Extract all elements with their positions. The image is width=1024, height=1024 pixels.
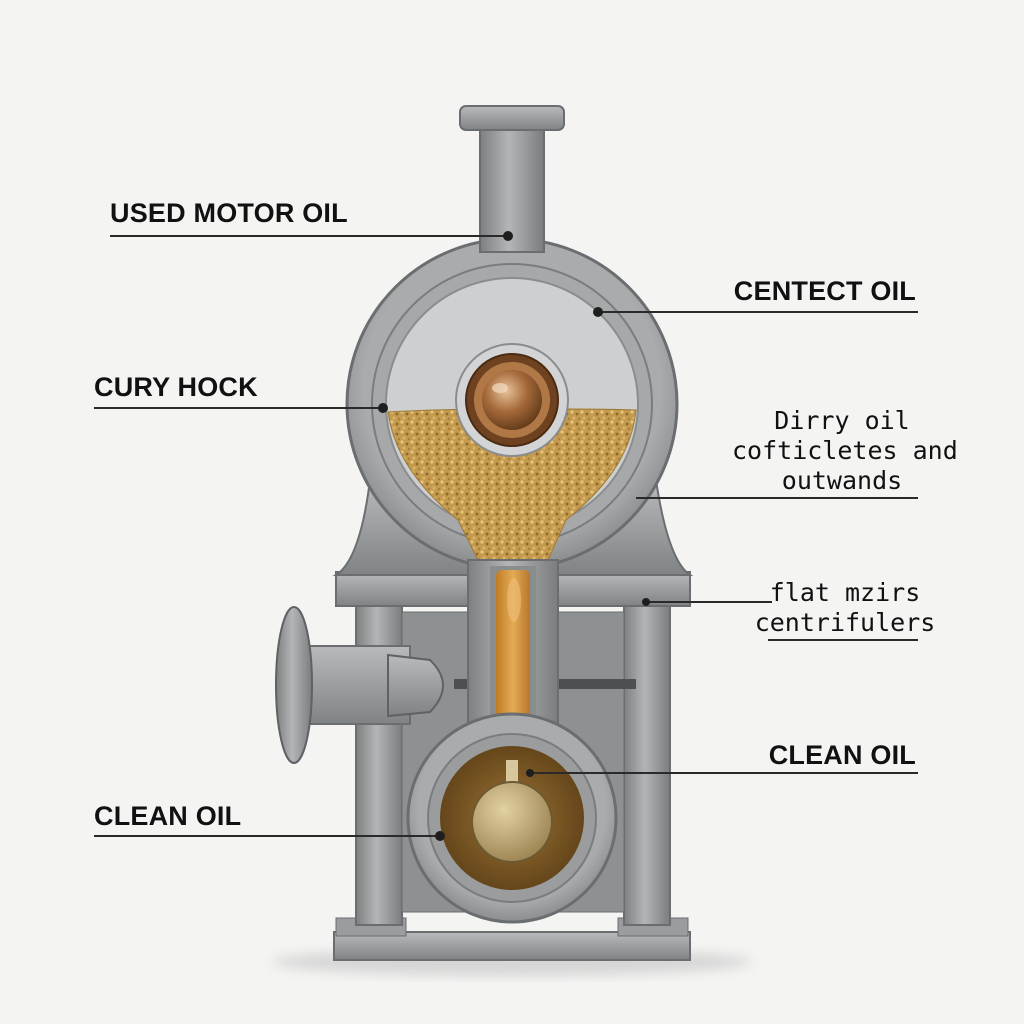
- lower-chamber: [406, 712, 618, 924]
- top-inlet-pipe: [459, 105, 565, 253]
- label-clean-oil-left: CLEAN OIL: [94, 801, 242, 831]
- label-dirty-oil-line-2: cofticletes and: [732, 436, 958, 465]
- label-centect-oil: CENTECT OIL: [733, 276, 916, 306]
- label-flat-mzirs-line-2: centrifulers: [754, 608, 936, 637]
- leader-dots: [378, 231, 650, 841]
- label-dirty-oil-line-3: outwands: [781, 466, 903, 495]
- leader-lines: [94, 235, 918, 837]
- label-dirty-oil-line-1: Dirry oil: [774, 406, 910, 435]
- label-cury-hock: CURY HOCK: [94, 372, 258, 402]
- label-used-motor-oil: USED MOTOR OIL: [110, 198, 348, 228]
- label-flat-mzirs-line-1: flat mzirs: [769, 578, 921, 607]
- label-clean-oil-right: CLEAN OIL: [768, 740, 916, 770]
- label-dirty-oil: Dirry oil cofticletes and outwands: [732, 406, 958, 496]
- label-flat-mzirs: flat mzirs centrifulers: [752, 578, 938, 638]
- bronze-rotor: [455, 343, 569, 457]
